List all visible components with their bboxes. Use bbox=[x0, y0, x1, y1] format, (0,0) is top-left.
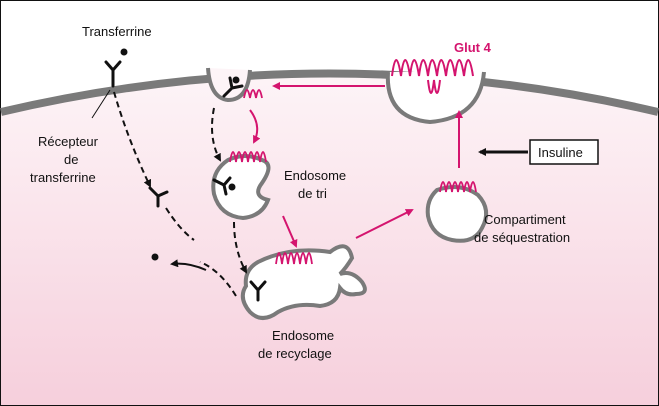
label-recycling-line1: Endosome bbox=[272, 328, 334, 343]
fusion-vesicle bbox=[385, 71, 486, 125]
insulin-box bbox=[529, 139, 599, 165]
transferrin-ligand-free bbox=[151, 253, 159, 261]
label-sorting-line1: Endosome bbox=[284, 168, 346, 183]
glut4-cluster-sequestration bbox=[439, 181, 477, 193]
label-insulin: Insuline bbox=[538, 145, 583, 160]
receptor-pointer-line bbox=[91, 89, 111, 119]
label-transferrin: Transferrine bbox=[82, 24, 152, 39]
recycling-endosome bbox=[240, 244, 367, 320]
sorting-endosome bbox=[211, 154, 271, 221]
transferrin-ligand-surface bbox=[120, 48, 128, 56]
label-receptor-line1: Récepteur bbox=[38, 134, 99, 149]
glut4-cluster-recycling bbox=[275, 252, 313, 265]
transferrin-receptor-free bbox=[148, 186, 169, 208]
cytoplasm bbox=[1, 73, 658, 405]
label-receptor-line3: transferrine bbox=[30, 170, 96, 185]
transferrin-ligand-sorting bbox=[228, 183, 236, 191]
transferrin-receptor-sorting bbox=[212, 176, 232, 196]
transferrin-receptor-surface bbox=[104, 60, 122, 88]
transferrin-receptor-recycling bbox=[249, 280, 267, 302]
plasma-membrane bbox=[0, 69, 659, 116]
label-sequestration-line1: Compartiment bbox=[484, 212, 566, 227]
label-sorting-line2: de tri bbox=[298, 186, 327, 201]
transferrin-receptor-pit bbox=[222, 76, 244, 98]
membrane-invagination bbox=[206, 67, 252, 103]
glut4-path-arrows bbox=[249, 82, 463, 248]
sequestration-compartment bbox=[425, 184, 489, 243]
label-receptor-line2: de bbox=[64, 152, 78, 167]
label-sequestration-line2: de séquestration bbox=[474, 230, 570, 245]
glut4-cluster-sorting bbox=[229, 151, 267, 163]
glut4-cluster-invagination bbox=[243, 89, 263, 99]
glut4-cluster-membrane bbox=[391, 59, 474, 94]
transferrin-release-arrow bbox=[170, 259, 207, 271]
label-recycling-line2: de recyclage bbox=[258, 346, 332, 361]
transferrin-ligand-pit bbox=[232, 76, 240, 84]
transferrin-path-arrows bbox=[113, 91, 247, 297]
label-glut4: Glut 4 bbox=[454, 40, 492, 55]
